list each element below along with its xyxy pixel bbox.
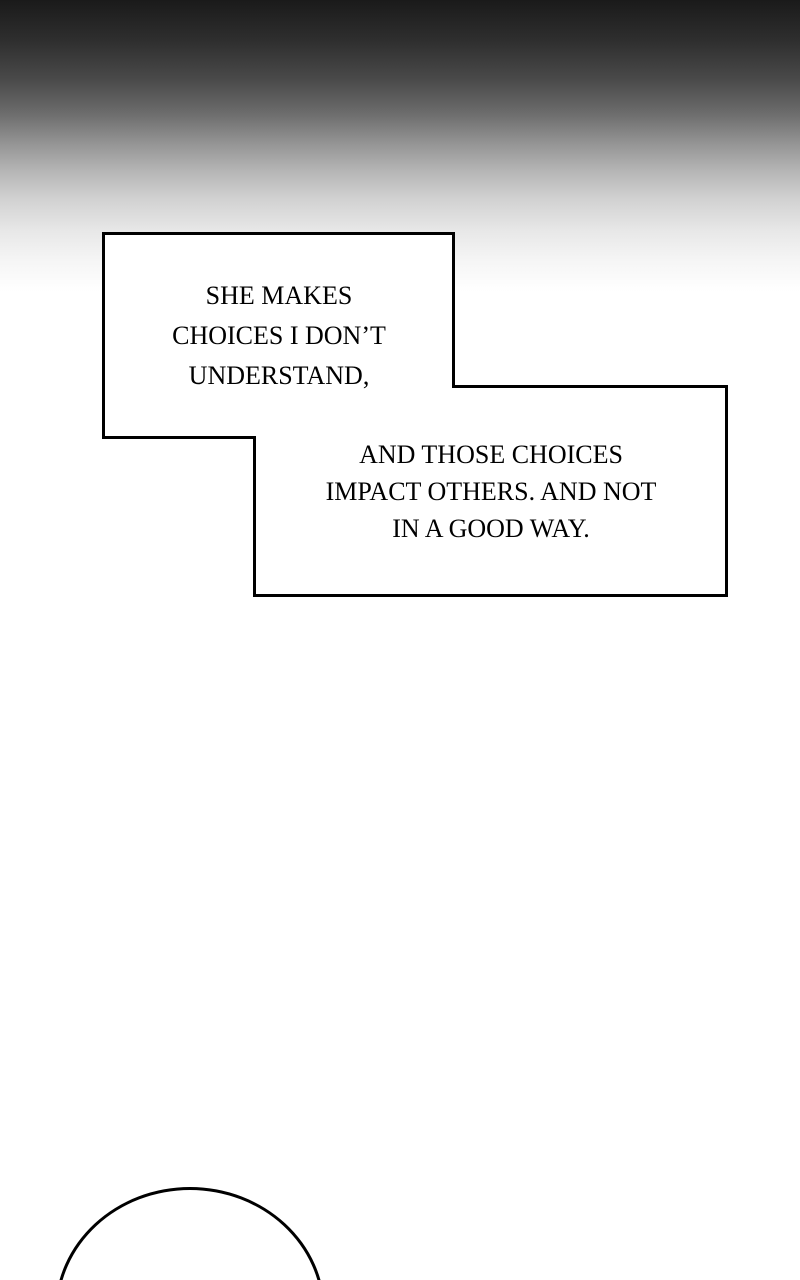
caption-1-line-2: CHOICES I DON’T (172, 321, 386, 350)
caption-box-1: SHE MAKES CHOICES I DON’T UNDERSTAND, (105, 234, 453, 438)
speech-bubble-partial (55, 1187, 325, 1280)
caption-box-2: AND THOSE CHOICES IMPACT OTHERS. AND NOT… (256, 388, 726, 594)
caption-2-line-2: IMPACT OTHERS. AND NOT (325, 476, 657, 506)
caption-boxes-outline-path (102, 232, 728, 597)
caption-1-line-1: SHE MAKES (205, 281, 353, 310)
caption-2-line-1: AND THOSE CHOICES (359, 439, 623, 469)
caption-2-line-3: IN A GOOD WAY. (392, 513, 590, 543)
caption-boxes-outline (102, 232, 728, 597)
caption-1-line-3: UNDERSTAND, (188, 361, 370, 390)
